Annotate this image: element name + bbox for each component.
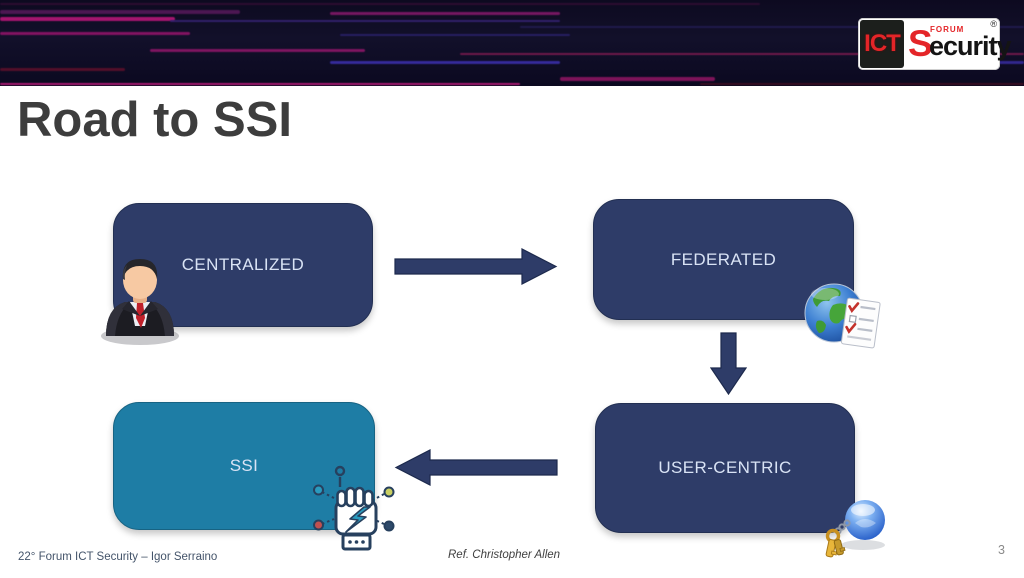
keys-globe-icon (825, 500, 885, 558)
node-user-centric-label: USER-CENTRIC (658, 458, 792, 477)
arrow-left-icon (394, 449, 558, 486)
logo-security-text: S FORUM ecurity (906, 18, 1012, 70)
logo-ict-badge: ICT (860, 20, 904, 68)
banner-streak (520, 26, 1024, 28)
banner-streak (460, 53, 1024, 55)
footer-reference: Ref. Christopher Allen (448, 549, 561, 561)
slide-number: 3 (998, 543, 1005, 557)
banner-streak (170, 20, 560, 22)
node-ssi: SSI (113, 402, 375, 530)
logo-security-initial: S (908, 23, 933, 64)
arrow-right-icon (394, 248, 558, 285)
banner-streak (980, 61, 1024, 64)
banner-streak (340, 34, 570, 36)
banner-streak (0, 68, 125, 71)
logo-forum-text: FORUM (930, 25, 965, 34)
ict-security-forum-logo: ICT S FORUM ecurity ® (858, 18, 1012, 70)
footer-author: 22° Forum ICT Security – Igor Serraino (18, 551, 218, 563)
node-ssi-label: SSI (229, 456, 259, 475)
banner-texture: ICT S FORUM ecurity ® (0, 0, 1024, 86)
fist-lightning-icon (313, 465, 395, 551)
banner-streak (0, 10, 240, 14)
businessman-icon (101, 259, 179, 345)
banner-streak (0, 83, 520, 85)
banner-streak (560, 77, 715, 81)
logo-ict-text: ICT (864, 30, 901, 57)
banner-streak (700, 83, 1024, 85)
logo-security-rest: ecurity (929, 31, 1012, 61)
node-user-centric: USER-CENTRIC (595, 403, 855, 533)
banner-streak (330, 61, 560, 64)
registered-trademark-icon: ® (990, 19, 997, 29)
banner-streak (0, 17, 175, 21)
page-title: Road to SSI (17, 93, 292, 147)
globe-checklist-icon (804, 283, 881, 349)
node-federated-label: FEDERATED (670, 249, 777, 269)
banner-streak (0, 32, 190, 35)
node-centralized-label: CENTRALIZED (181, 255, 305, 274)
banner-streak (0, 3, 760, 5)
banner-streak (150, 49, 365, 52)
banner-streak (330, 12, 560, 15)
arrow-down-icon (710, 332, 747, 396)
